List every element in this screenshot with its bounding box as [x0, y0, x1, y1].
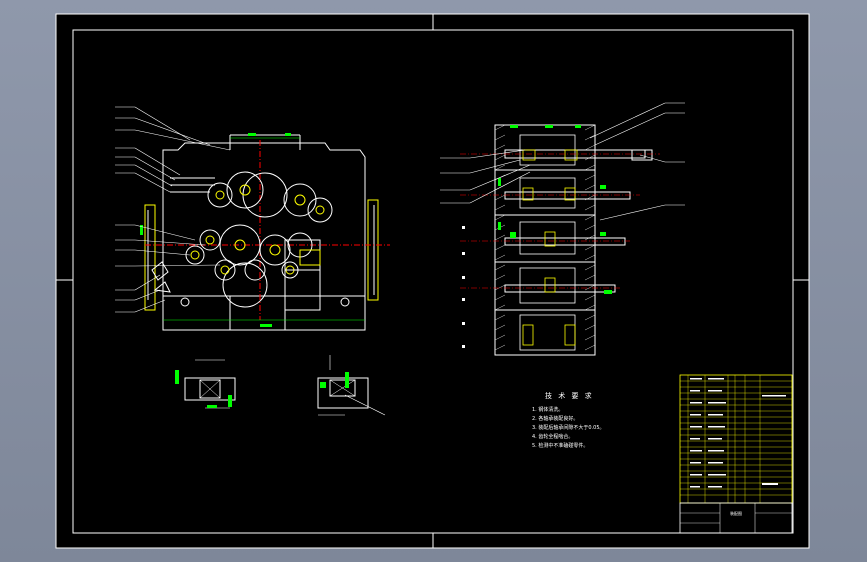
technical-requirements: 技 术 要 求 1. 钢体清洗。 2. 各轴承装配良好。 3. 装配后轴承间隙不… — [532, 391, 605, 449]
tech-req-item-2: 2. 各轴承装配良好。 — [532, 415, 578, 422]
sheet-background — [56, 14, 809, 548]
section-detail-b — [317, 355, 386, 416]
tech-req-item-4: 4. 齿轮全程啮合。 — [532, 433, 573, 440]
section-detail-a — [175, 359, 236, 409]
drawing-name: 装配图 — [730, 510, 742, 516]
tech-req-item-3: 3. 装配后轴承间隙不大于0.05。 — [532, 424, 605, 431]
center-marks — [56, 14, 809, 548]
tech-req-title: 技 术 要 求 — [545, 391, 594, 400]
tech-req-item-5: 5. 检测中不准磕碰零件。 — [532, 442, 588, 449]
tech-req-item-1: 1. 钢体清洗。 — [532, 406, 563, 413]
main-front-view — [115, 106, 390, 331]
sectional-view — [440, 102, 685, 356]
parts-list-table: 装配图 — [679, 374, 793, 534]
